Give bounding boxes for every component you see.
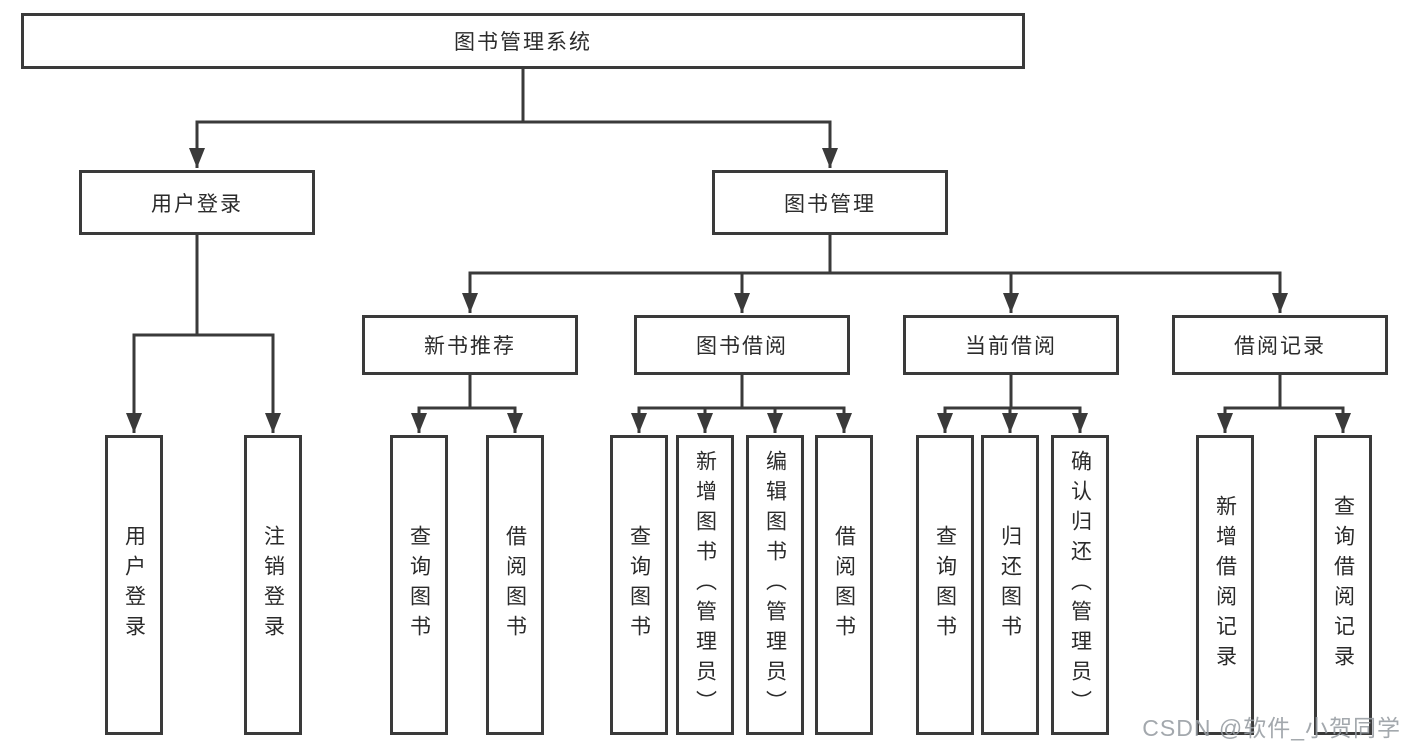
leaf-recommend-query-book: 查询图书: [390, 435, 448, 735]
connector-borrow-record-branch: [1217, 375, 1351, 433]
node-book-management: 图书管理: [712, 170, 948, 235]
node-label: 查询图书: [933, 525, 957, 645]
node-user-login: 用户登录: [79, 170, 315, 235]
node-label: 图书借阅: [696, 335, 788, 358]
connector-new-book-recommend-branch: [411, 375, 523, 433]
connector-current-borrow-branch: [937, 375, 1088, 433]
leaf-logout-login: 注销登录: [244, 435, 302, 735]
node-label: 确认归还（管理员）: [1068, 450, 1092, 720]
node-label: 借阅图书: [832, 525, 856, 645]
connector-book-management-branch: [462, 235, 1288, 313]
leaf-recommend-borrow-book: 借阅图书: [486, 435, 544, 735]
leaf-user-login: 用户登录: [105, 435, 163, 735]
connector-book-borrow-branch: [631, 375, 852, 433]
leaf-borrow-edit-book-admin: 编辑图书（管理员）: [746, 435, 804, 735]
node-label: 图书管理: [784, 192, 876, 216]
node-label: 借阅记录: [1234, 335, 1326, 358]
node-label: 用户登录: [122, 525, 146, 645]
node-root-library-system: 图书管理系统: [21, 13, 1025, 69]
leaf-borrow-add-book-admin: 新增图书（管理员）: [676, 435, 734, 735]
leaf-current-confirm-return-admin: 确认归还（管理员）: [1051, 435, 1109, 735]
node-borrow-record: 借阅记录: [1172, 315, 1388, 375]
connector-root-to-level2: [189, 69, 838, 168]
node-label: 查询借阅记录: [1331, 495, 1355, 675]
node-new-book-recommend: 新书推荐: [362, 315, 578, 375]
node-label: 注销登录: [261, 525, 285, 645]
connector-user-login-branch: [126, 235, 281, 433]
node-label: 新书推荐: [424, 335, 516, 358]
node-book-borrow: 图书借阅: [634, 315, 850, 375]
leaf-borrow-borrow-book: 借阅图书: [815, 435, 873, 735]
node-label: 用户登录: [151, 192, 243, 216]
leaf-current-return-book: 归还图书: [981, 435, 1039, 735]
leaf-current-query-book: 查询图书: [916, 435, 974, 735]
leaf-record-add-borrow-record: 新增借阅记录: [1196, 435, 1254, 735]
node-label: 归还图书: [998, 525, 1022, 645]
node-label: 图书管理系统: [454, 31, 592, 54]
node-label: 查询图书: [407, 525, 431, 645]
node-label: 新增借阅记录: [1213, 495, 1237, 675]
node-current-borrow: 当前借阅: [903, 315, 1119, 375]
node-label: 查询图书: [627, 525, 651, 645]
node-label: 新增图书（管理员）: [693, 450, 717, 720]
leaf-record-query-borrow-record: 查询借阅记录: [1314, 435, 1372, 735]
leaf-borrow-query-book: 查询图书: [610, 435, 668, 735]
node-label: 借阅图书: [503, 525, 527, 645]
node-label: 当前借阅: [965, 335, 1057, 358]
csdn-watermark: CSDN @软件_小贺同学: [1142, 715, 1401, 741]
node-label: 编辑图书（管理员）: [763, 450, 787, 720]
